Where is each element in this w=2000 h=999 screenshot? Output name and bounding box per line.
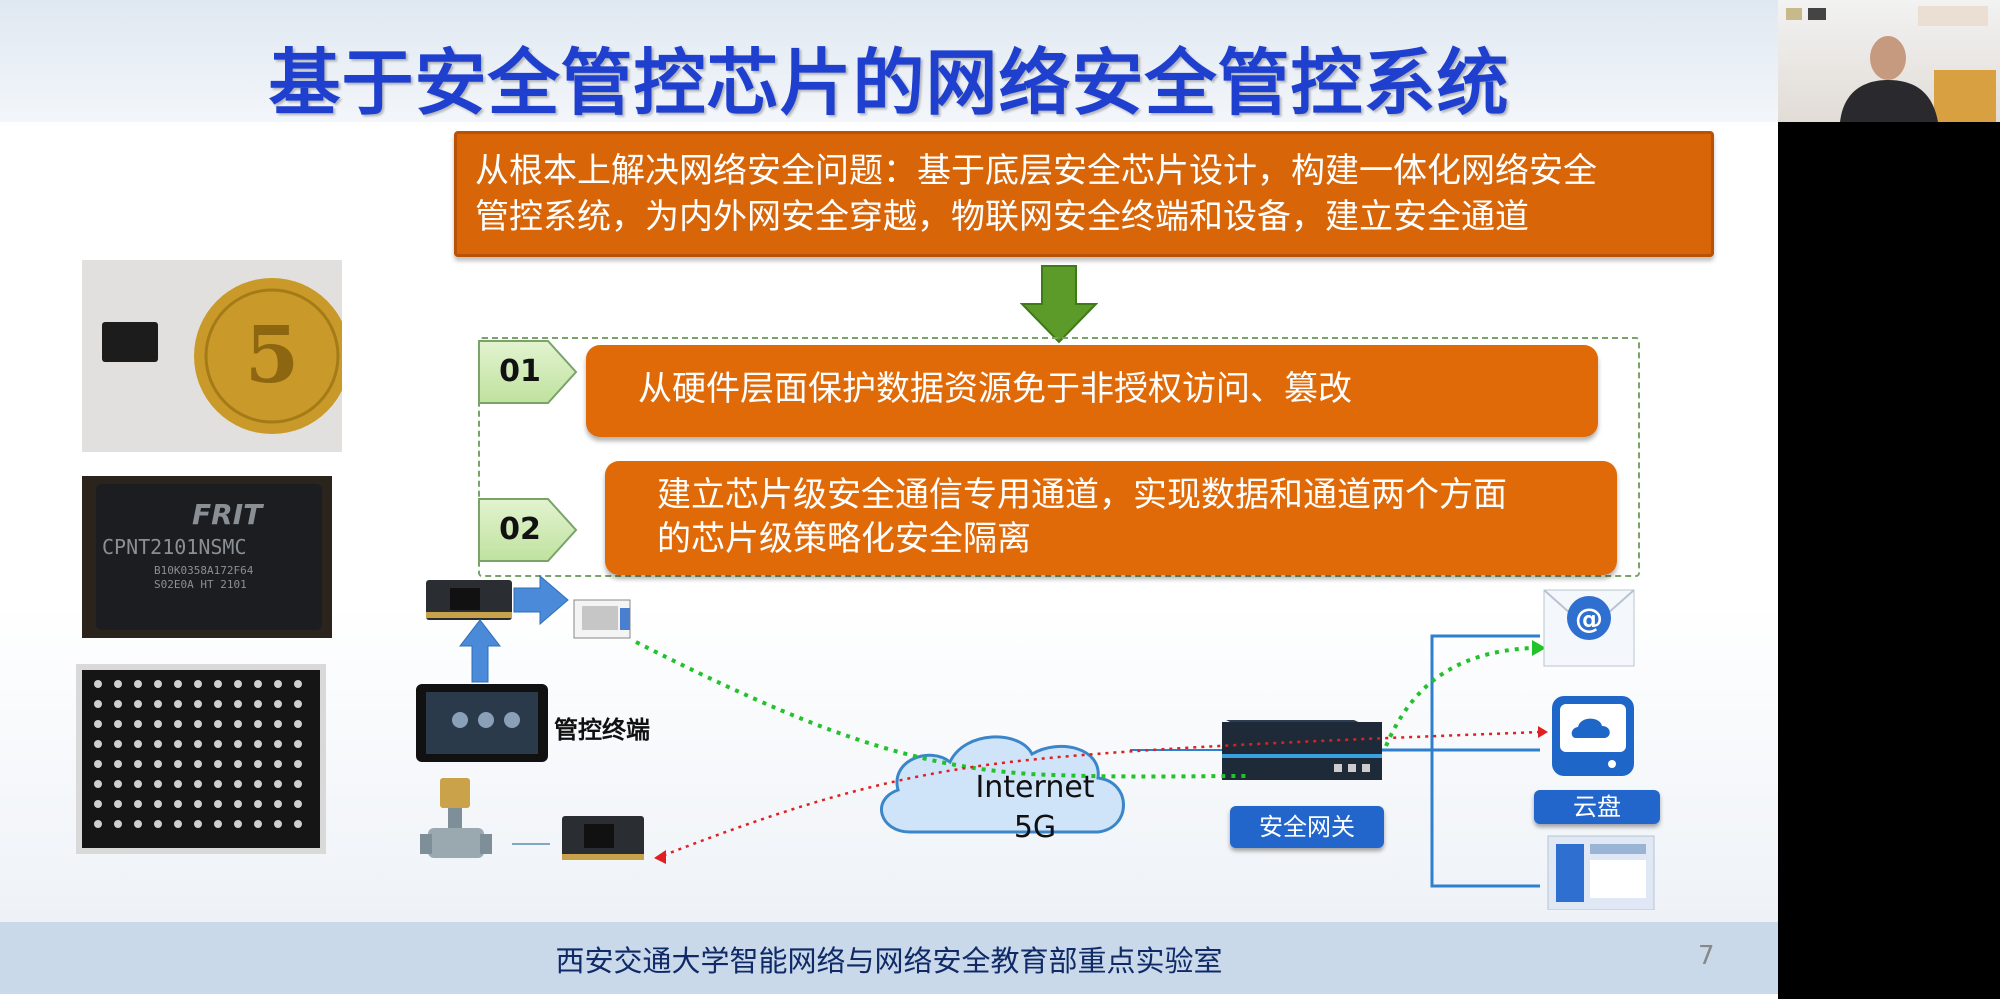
tablet-terminal-icon bbox=[416, 684, 548, 762]
bga-chip-photo bbox=[76, 664, 326, 854]
step-2-tag: 02 bbox=[478, 498, 578, 562]
key-points-group bbox=[478, 337, 1640, 577]
wireless-module-icon bbox=[573, 599, 631, 639]
chip-model: CPNT2101NSMC bbox=[102, 535, 247, 559]
chip-package-icon: FRIT CPNT2101NSMC B10K0358A172F64 S02E0A… bbox=[96, 484, 322, 630]
gateway-connector-lines bbox=[1382, 634, 1540, 888]
step-2-box: 建立芯片级安全通信专用通道，实现数据和通道两个方面 的芯片级策略化安全隔离 bbox=[605, 461, 1617, 575]
step-tag-shape-icon bbox=[478, 340, 578, 404]
headline-line-1: 从根本上解决网络安全问题：基于底层安全芯片设计，构建一体化网络安全 bbox=[475, 151, 1597, 191]
page-number: 7 bbox=[1698, 941, 1715, 971]
secure-channel-link bbox=[635, 640, 1533, 779]
right-arrow-icon bbox=[513, 574, 569, 626]
chip-module-icon bbox=[426, 580, 512, 620]
chip-brand: FRIT bbox=[192, 498, 264, 531]
diagram-graphics: @ bbox=[416, 574, 1655, 910]
step-1-text: 从硬件层面保护数据资源免于非授权访问、篡改 bbox=[638, 369, 1352, 409]
down-arrow-icon bbox=[1020, 265, 1098, 344]
chip-coin-icon: 5 bbox=[102, 278, 350, 434]
title-bar bbox=[0, 0, 1778, 122]
bga-ball-grid bbox=[94, 680, 302, 828]
chip-module-bottom-icon bbox=[562, 816, 644, 860]
chip-line-2: B10K0358A172F64 bbox=[154, 564, 254, 577]
bga-balls-icon bbox=[82, 670, 320, 848]
security-gateway-label: 安全网关 bbox=[1230, 806, 1384, 848]
chip-line-3: S02E0A HT 2101 bbox=[154, 578, 247, 591]
presenter-video-icon bbox=[1786, 6, 1996, 122]
network-5g-label: 5G bbox=[1013, 810, 1057, 845]
side-panel-background bbox=[1778, 122, 2000, 999]
coin-value: 5 bbox=[245, 310, 299, 401]
step-1-tag: 01 bbox=[478, 340, 578, 404]
step-1-box: 从硬件层面保护数据资源免于非授权访问、篡改 bbox=[586, 345, 1598, 437]
terminal-label: 管控终端 bbox=[554, 716, 650, 744]
step-2-text-line-2: 的芯片级策略化安全隔离 bbox=[657, 519, 1031, 559]
footer-text: 西安交通大学智能网络与网络安全教育部重点实验室 bbox=[555, 944, 1223, 978]
step-2-number: 02 bbox=[499, 512, 541, 547]
data-flow-arrowhead-right bbox=[1538, 726, 1548, 738]
step-2-text-line-1: 建立芯片级安全通信专用通道，实现数据和通道两个方面 bbox=[657, 475, 1507, 515]
presentation-slide: 基于安全管控芯片的网络安全管控系统 从根本上解决网络安全问题：基于底层安全芯片设… bbox=[0, 0, 1778, 999]
slide-title: 基于安全管控芯片的网络安全管控系统 bbox=[268, 41, 1510, 125]
step-1-number: 01 bbox=[499, 354, 541, 389]
step-tag-shape-icon bbox=[478, 498, 578, 562]
presenter-webcam bbox=[1778, 0, 2000, 122]
data-flow-link bbox=[661, 730, 1541, 858]
headline-box: 从根本上解决网络安全问题：基于底层安全芯片设计，构建一体化网络安全 管控系统，为… bbox=[454, 131, 1714, 257]
cloud-disk-label: 云盘 bbox=[1534, 790, 1660, 824]
network-diagram: @ 管控终端 Internet bbox=[390, 570, 1690, 910]
chip-closeup-photo: FRIT CPNT2101NSMC B10K0358A172F64 S02E0A… bbox=[82, 476, 332, 638]
chip-and-coin-photo: 5 bbox=[82, 260, 350, 452]
email-icon: @ bbox=[1543, 589, 1635, 667]
slide-footer bbox=[0, 922, 1778, 994]
security-gateway-icon bbox=[1222, 720, 1382, 780]
valve-icon bbox=[420, 778, 492, 858]
up-arrow-icon bbox=[458, 619, 502, 683]
secure-channel-arrowhead bbox=[1532, 640, 1546, 656]
cloud-disk-icon bbox=[1552, 696, 1634, 776]
email-at-symbol: @ bbox=[1575, 602, 1603, 635]
web-platform-icon bbox=[1547, 835, 1655, 910]
internet-cloud-label: Internet 5G bbox=[935, 768, 1135, 848]
internet-cloud-icon bbox=[880, 735, 1125, 834]
headline-line-2: 管控系统，为内外网安全穿越，物联网安全终端和设备，建立安全通道 bbox=[475, 197, 1529, 237]
data-flow-arrowhead-left bbox=[654, 850, 666, 864]
internet-label: Internet bbox=[975, 770, 1095, 805]
